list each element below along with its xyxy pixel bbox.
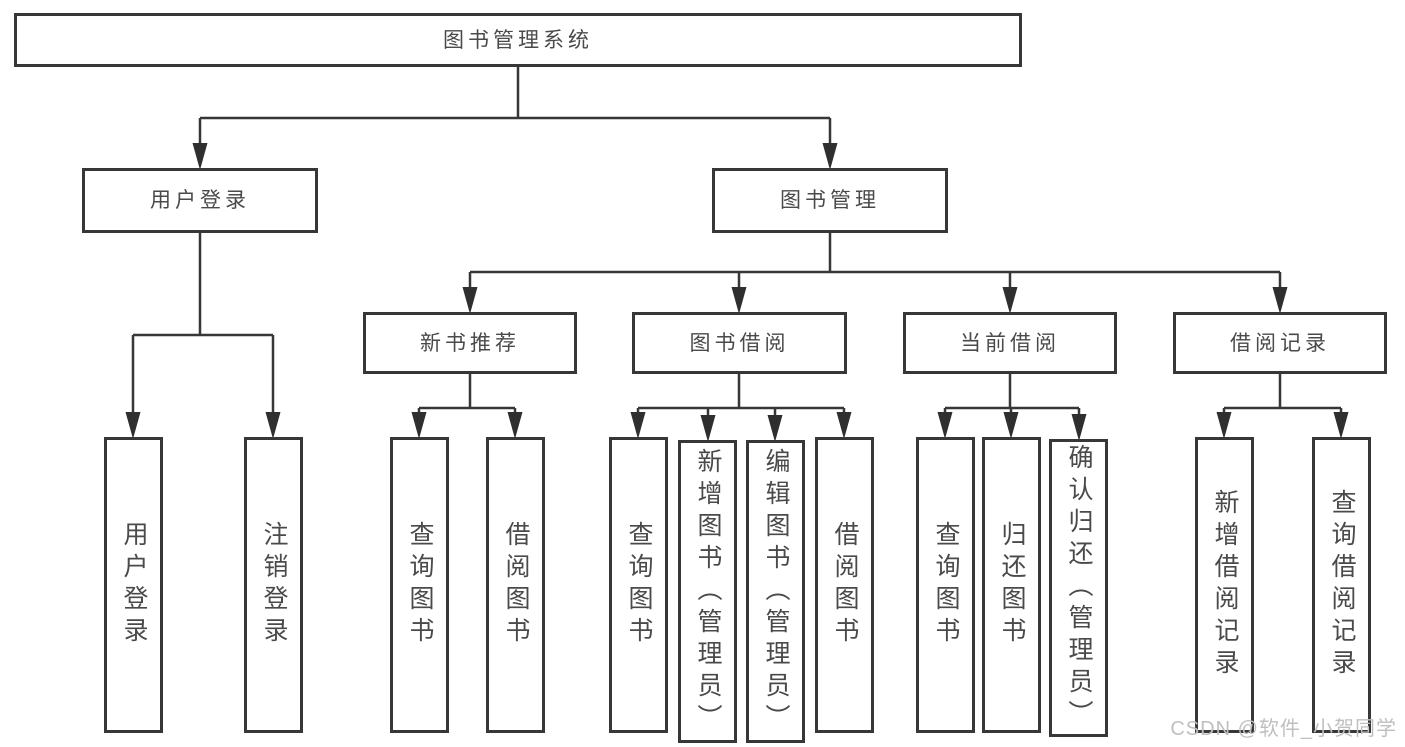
leaf-confirm-return-admin: 确认归还（管理员） bbox=[1049, 439, 1108, 737]
node-borrow-records: 借阅记录 bbox=[1173, 312, 1387, 374]
node-new-book-recommend: 新书推荐 bbox=[363, 312, 577, 374]
leaf-query-books-recommend: 查询图书 bbox=[390, 437, 449, 733]
leaf-query-books-current: 查询图书 bbox=[916, 437, 975, 733]
leaf-borrow-books-recommend: 借阅图书 bbox=[486, 437, 545, 733]
leaf-logout: 注销登录 bbox=[244, 437, 303, 733]
node-book-borrow: 图书借阅 bbox=[632, 312, 847, 374]
watermark-text: CSDN @软件_小贺同学 bbox=[1170, 718, 1397, 740]
node-root: 图书管理系统 bbox=[14, 13, 1022, 67]
leaf-return-book: 归还图书 bbox=[982, 437, 1041, 733]
leaf-borrow-books: 借阅图书 bbox=[815, 437, 874, 733]
node-current-borrow: 当前借阅 bbox=[903, 312, 1117, 374]
leaf-user-login: 用户登录 bbox=[104, 437, 163, 733]
node-book-management: 图书管理 bbox=[712, 168, 948, 233]
leaf-query-borrow-record: 查询借阅记录 bbox=[1312, 437, 1371, 733]
leaf-query-books-borrow: 查询图书 bbox=[609, 437, 668, 733]
leaf-add-book-admin: 新增图书（管理员） bbox=[678, 440, 737, 743]
leaf-add-borrow-record: 新增借阅记录 bbox=[1195, 437, 1254, 733]
node-user-login: 用户登录 bbox=[82, 168, 318, 233]
leaf-edit-book-admin: 编辑图书（管理员） bbox=[746, 440, 805, 743]
